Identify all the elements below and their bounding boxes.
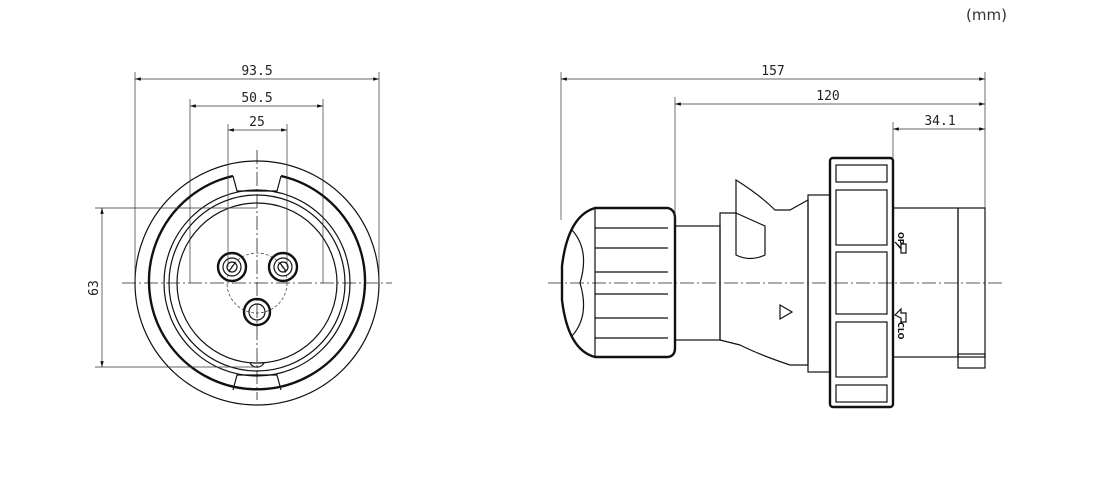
dimension-height: 63 <box>87 207 257 368</box>
end-lug <box>957 353 986 369</box>
dimension-pin-pitch: 25 <box>227 115 288 267</box>
end-cap <box>957 207 986 358</box>
close-arrow-icon <box>893 307 907 323</box>
dimension-overall-width: 93.5 <box>134 64 380 283</box>
cable-gland-nut <box>560 206 677 359</box>
dimension-body-length: 120 <box>674 89 986 226</box>
locking-ring-arc <box>147 174 367 391</box>
flange <box>807 194 831 373</box>
direction-arrow-icon <box>779 303 794 321</box>
dimension-rear-length: 34.1 <box>892 114 986 158</box>
dim-label-50-5: 50.5 <box>241 91 272 106</box>
open-label: OP <box>896 232 905 245</box>
front-view: 93.5 50.5 25 63 <box>87 64 392 406</box>
dim-label-157: 157 <box>761 64 784 79</box>
side-view: OP CLO 157 120 34.1 <box>548 64 1002 409</box>
dim-label-25: 25 <box>249 115 265 130</box>
dimension-overall-length: 157 <box>560 64 986 220</box>
grip-handle <box>719 178 809 366</box>
live-pin-right <box>267 251 299 283</box>
locking-ring: OP CLO <box>828 156 907 409</box>
close-label: CLO <box>896 322 905 340</box>
dim-label-34-1: 34.1 <box>924 114 955 129</box>
open-arrow-icon <box>894 241 907 254</box>
dim-label-120: 120 <box>816 89 839 104</box>
dim-label-93-5: 93.5 <box>241 64 272 79</box>
dimension-pin-span: 50.5 <box>189 91 324 283</box>
earth-pin <box>242 297 272 327</box>
unit-label: (mm) <box>966 6 1007 24</box>
live-pin-left <box>216 251 248 283</box>
dim-label-63: 63 <box>87 280 102 296</box>
